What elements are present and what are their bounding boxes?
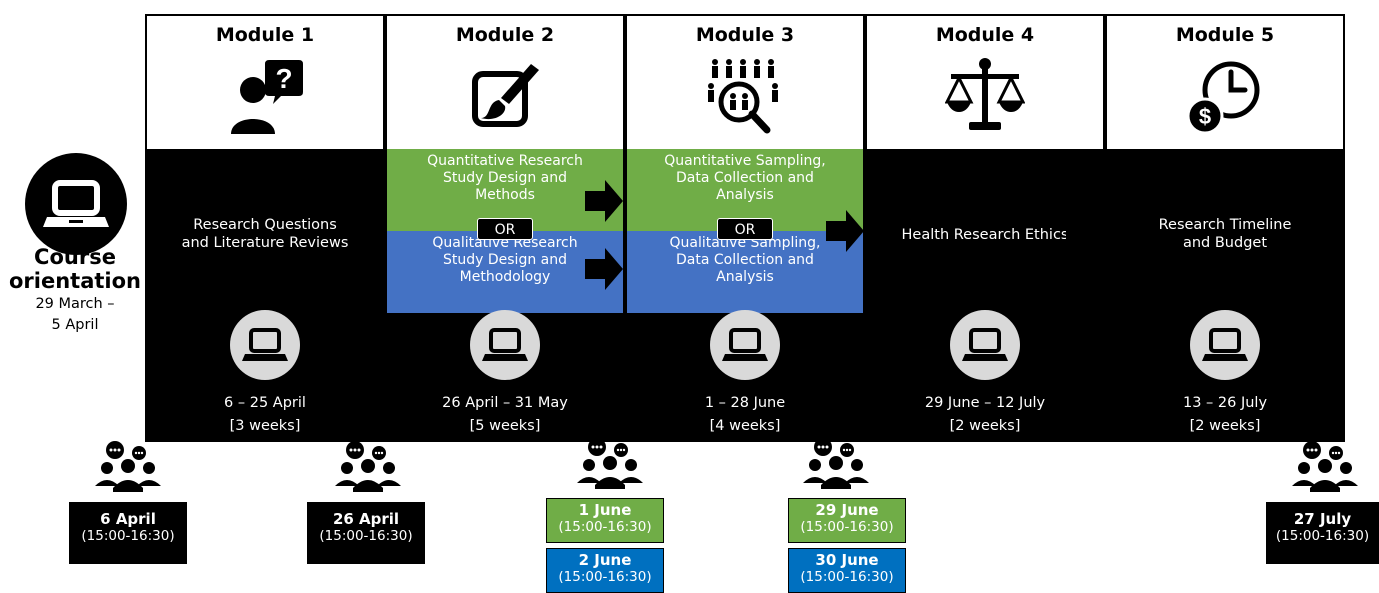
module-4: Module 4 Health Research Ethics 29 June …: [865, 14, 1105, 442]
module-3: Module 3 Quantitative Sampling, Data Col…: [625, 14, 865, 442]
module-topic: Research Timeline and Budget: [1158, 217, 1292, 251]
laptop-circle: [950, 310, 1020, 380]
module-dates: 29 June – 12 July [2 weeks]: [924, 395, 1046, 434]
session-card-quantitative: 29 June (15:00-16:30): [788, 498, 906, 543]
module-title: Module 4: [935, 24, 1035, 46]
arrow-right-icon: [345, 248, 383, 290]
laptop-circle: [470, 310, 540, 380]
laptop-circle: [710, 310, 780, 380]
session-card: 26 April (15:00-16:30): [307, 502, 425, 564]
session-card-qualitative: 30 June (15:00-16:30): [788, 548, 906, 593]
arrow-right-icon: [345, 180, 383, 222]
svg-text:$: $: [1199, 104, 1211, 129]
module-dates: 26 April – 31 May [5 weeks]: [442, 395, 568, 434]
quantitative-option: Quantitative Sampling, Data Collection a…: [627, 149, 863, 231]
clock-money-icon: $: [1186, 61, 1260, 135]
session-card: 27 July (15:00-16:30): [1266, 502, 1379, 564]
arrow-right-icon: [1066, 210, 1104, 252]
session-card-quantitative: 1 June (15:00-16:30): [546, 498, 664, 543]
module-dates: 13 – 26 July [2 weeks]: [1182, 395, 1268, 434]
scales-icon: [945, 58, 1025, 130]
arrow-right-icon: [585, 180, 623, 222]
group-discussion-icon: [1292, 441, 1358, 492]
module-title: Module 5: [1175, 24, 1275, 46]
module-dates: 6 – 25 April [3 weeks]: [224, 395, 306, 434]
laptop-circle: [230, 310, 300, 380]
module-1: Module 1 ? Research Questions and Litera…: [145, 14, 385, 442]
module-5: Module 5 $ Research Timeline and Budget …: [1105, 14, 1345, 442]
arrow-right-icon: [585, 248, 623, 290]
design-brush-icon: [472, 64, 539, 127]
question-person-icon: ?: [231, 60, 303, 134]
module-topic: Research Questions and Literature Review…: [181, 217, 349, 251]
laptop-icon: [962, 328, 1008, 361]
group-discussion-icon: [95, 441, 161, 492]
qualitative-option: Qualitative Research Study Design and Me…: [387, 231, 623, 313]
module-topic: Health Research Ethics: [901, 227, 1069, 243]
module-2: Module 2 Quantitative Research Study Des…: [385, 14, 625, 442]
laptop-circle: [1190, 310, 1260, 380]
qualitative-option: Qualitative Sampling, Data Collection an…: [627, 231, 863, 313]
or-label: OR: [717, 218, 773, 240]
laptop-icon: [722, 328, 768, 361]
quantitative-option: Quantitative Research Study Design and M…: [387, 149, 623, 231]
group-discussion-icon: [577, 438, 643, 489]
svg-text:?: ?: [275, 63, 292, 94]
laptop-icon: [1202, 328, 1248, 361]
laptop-icon: [242, 328, 288, 361]
session-card: 6 April (15:00-16:30): [69, 502, 187, 564]
population-search-icon: [708, 59, 778, 134]
module-title: Module 2: [455, 24, 555, 46]
group-discussion-icon: [335, 441, 401, 492]
orientation-dates: 29 March – 5 April: [35, 296, 115, 333]
arrow-right-icon: [826, 210, 864, 252]
session-card-qualitative: 2 June (15:00-16:30): [546, 548, 664, 593]
orientation-laptop-circle: [25, 153, 127, 255]
group-discussion-icon: [803, 438, 869, 489]
laptop-icon: [43, 180, 109, 227]
module-title: Module 1: [215, 24, 315, 46]
module-dates: 1 – 28 June [4 weeks]: [704, 395, 786, 434]
module-title: Module 3: [695, 24, 795, 46]
orientation-title: Course orientation: [9, 245, 141, 293]
or-label: OR: [477, 218, 533, 240]
laptop-icon: [482, 328, 528, 361]
